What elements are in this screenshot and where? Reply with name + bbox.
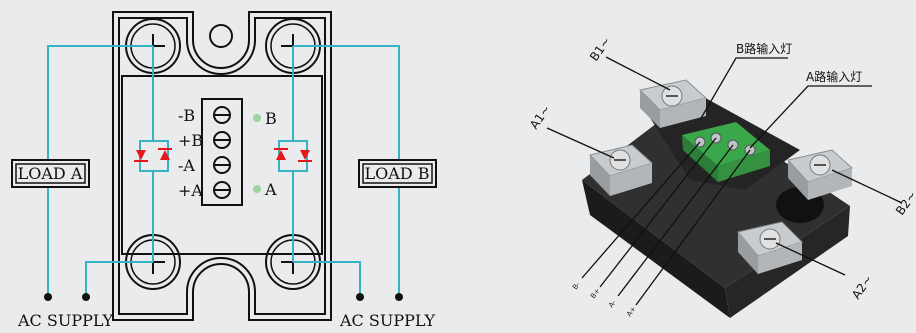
supply-dot-left-2 [82,293,90,301]
terminal-a1-label: A1~ [527,102,553,131]
a-indicator-label: A路输入灯 [806,69,862,84]
mounting-hole-top [209,24,233,48]
leader-lines [546,56,903,306]
load-b-box: LOAD B [358,159,437,188]
diode-pair-left [134,148,172,162]
silver-terminal-b1 [638,79,708,128]
ssr-product-photo: B1~ A1~ B2~ A2~ B路输入灯 A路输入灯 B- B+ A- A+ [527,34,916,318]
pin-label-a-plus: A+ [625,305,638,318]
b-indicator-label: B路输入灯 [736,41,792,56]
terminal-label-plus-b: +B [178,131,203,150]
led-b-label: B [265,109,277,128]
terminal-label-minus-b: -B [178,106,195,125]
terminal-b2-label: B2~ [893,188,916,217]
supply-dot-right-1 [356,293,364,301]
diode-pair-right [274,148,312,162]
supply-dot-left-1 [44,293,52,301]
ac-supply-label-right: AC SUPPLY [339,311,435,330]
led-a-label: A [264,180,277,199]
led-b-indicator [253,114,261,122]
load-a-label: LOAD A [18,164,83,183]
supply-dot-right-2 [395,293,403,301]
relay-body [112,11,332,321]
terminal-label-plus-a: +A [178,181,203,200]
led-a-indicator [253,185,261,193]
terminal-a2-label: A2~ [849,272,875,301]
silver-terminal-a1 [589,144,653,196]
terminal-label-minus-a: -A [178,156,195,175]
pin-label-b-minus: B- [571,280,582,291]
load-a-box: LOAD A [11,159,90,188]
relay-body-left-face [582,180,730,318]
input-connector [201,98,243,206]
pin-label-b-plus: B+ [589,287,602,300]
load-b-label: LOAD B [365,164,430,183]
silver-terminal-b2 [787,149,853,200]
pin-label-a-minus: A- [607,298,618,309]
ac-supply-label-left: AC SUPPLY [17,311,113,330]
ssr-schematic: -B +B -A +A B A [11,11,437,330]
